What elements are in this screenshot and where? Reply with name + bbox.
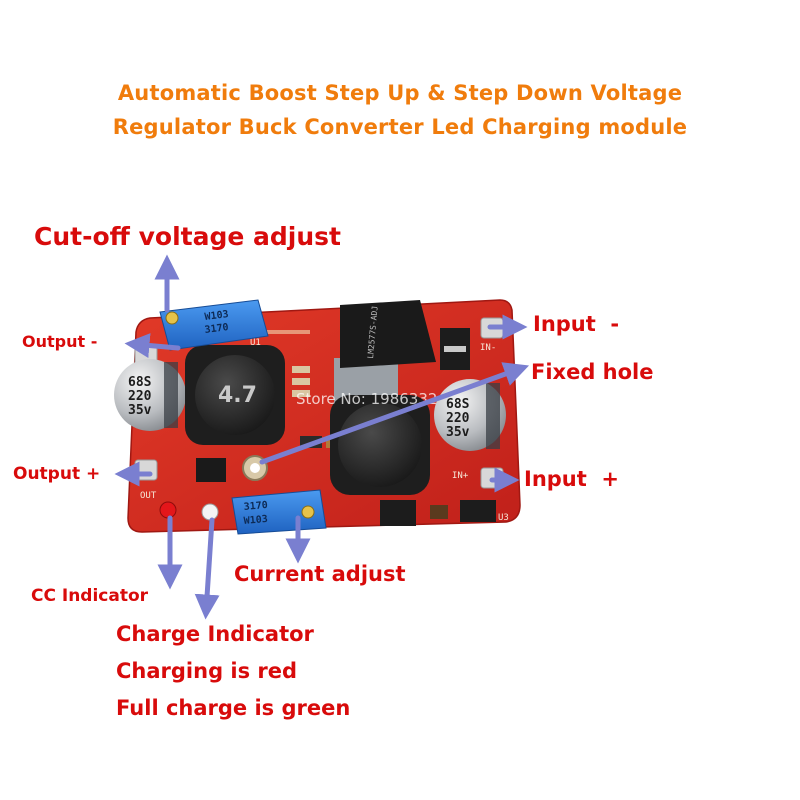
capacitor-right: 68S 220 35v — [434, 379, 506, 451]
cap-left-code: 68S — [128, 375, 152, 390]
label-input-minus: Input - — [533, 312, 620, 336]
cap-left-v: 35v — [128, 403, 152, 418]
label-charge-indicator: Charge Indicator — [116, 622, 314, 646]
label-cc-indicator: CC Indicator — [31, 586, 149, 606]
cc-indicator-led — [159, 501, 177, 519]
cap-right-v: 35v — [446, 425, 470, 440]
pot-top-code: W103 — [204, 309, 229, 323]
pot-bottom-code: 3170 — [243, 500, 268, 513]
arrow-fixed-hole — [259, 362, 530, 465]
charge-indicator-led — [201, 503, 219, 521]
silk-in-plus: IN+ — [452, 471, 469, 481]
inductor-right — [330, 395, 430, 495]
label-output-minus: Output - — [22, 332, 98, 351]
silk-u3: U3 — [498, 513, 509, 523]
silkscreen: U1 IN- IN+ U3 OUT — [140, 338, 509, 523]
label-cutoff-voltage-adjust: Cut-off voltage adjust — [34, 222, 341, 251]
inductor-left: 4.7 — [185, 345, 285, 445]
label-fixed-hole: Fixed hole — [531, 360, 654, 384]
title-line-2: Regulator Buck Converter Led Charging mo… — [112, 115, 688, 139]
label-output-plus: Output + — [13, 464, 101, 484]
label-full-charge-is-green: Full charge is green — [116, 696, 351, 720]
title-line-1: Automatic Boost Step Up & Step Down Volt… — [117, 81, 683, 105]
output-plus-pad — [134, 459, 158, 481]
potentiometer-cutoff: W103 3170 — [159, 299, 269, 351]
arrow-charge-indicator — [194, 517, 220, 620]
silk-u1: U1 — [250, 338, 261, 348]
pot-top-sub: 3170 — [204, 322, 229, 336]
silk-in-minus: IN- — [480, 343, 496, 353]
watermark: Store No: 1986332 — [296, 390, 437, 408]
cap-left-uf: 220 — [128, 389, 152, 404]
potentiometer-current: 3170 W103 — [231, 489, 327, 535]
callout-arrows — [114, 254, 530, 620]
fixed-hole-center — [250, 463, 260, 473]
capacitor-left: 68S 220 35v — [114, 359, 186, 431]
label-charging-is-red: Charging is red — [116, 659, 298, 683]
label-input-plus: Input + — [524, 467, 620, 491]
arrow-output-minus — [124, 333, 181, 358]
label-current-adjust: Current adjust — [234, 562, 406, 586]
cap-right-code: 68S — [446, 397, 470, 412]
inductor-left-marking: 4.7 — [218, 383, 257, 408]
cap-right-uf: 220 — [446, 411, 470, 426]
pot-bottom-sub: W103 — [243, 514, 268, 527]
silk-out: OUT — [140, 491, 157, 501]
